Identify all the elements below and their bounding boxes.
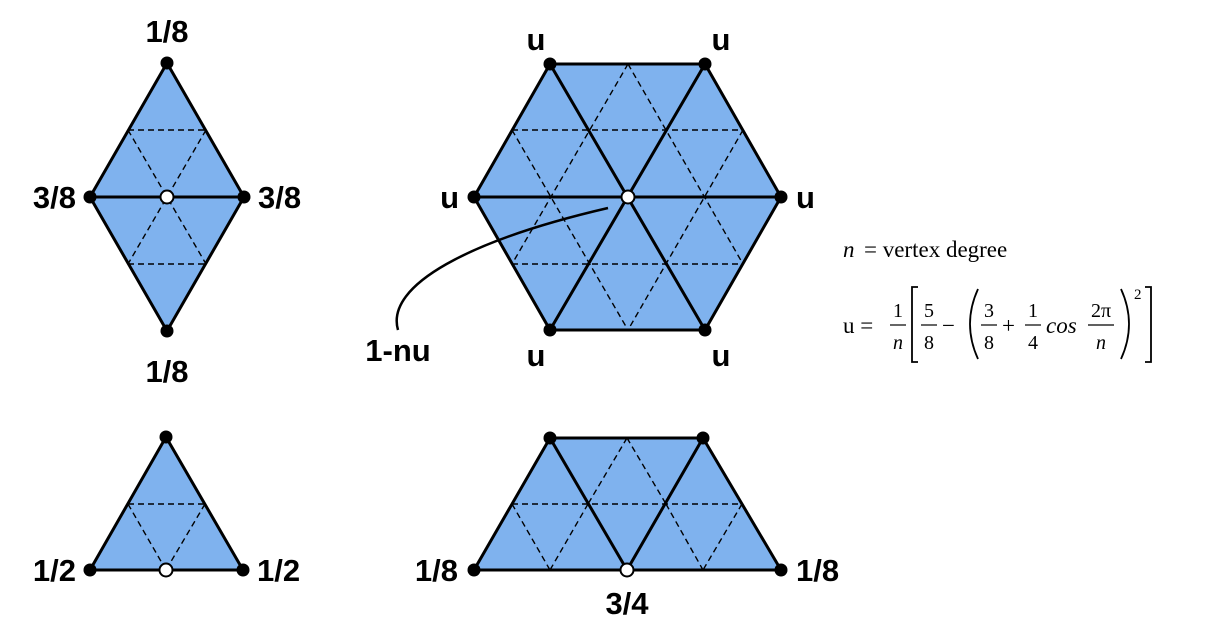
hexagon-right-weight: u [796,180,815,215]
trapezoid-dashed-lines [511,437,743,571]
trapezoid-right-vertex [774,563,788,577]
diamond-left-weight: 3/8 [33,180,76,215]
minus-sign: − [942,313,955,338]
boundary-trapezoid-stencil: 1/8 1/8 3/4 [415,431,839,621]
diamond-new-vertex [159,189,175,205]
n-symbol: n [843,237,855,262]
triangle-dashed-lines [127,503,206,571]
plus-sign: + [1002,313,1015,338]
diamond-stencil: 1/8 3/8 3/8 1/8 [33,14,301,389]
hexagon-bottom-left-vertex [543,323,557,337]
hexagon-bottom-left-weight: u [527,338,546,373]
hexagon-top-left-weight: u [527,22,546,57]
right-paren [1120,288,1130,360]
hexagon-top-left-vertex [543,57,557,71]
formula: n = vertex degree u = 1 n 5 8 − 3 8 + 1 … [843,237,1152,363]
cos-function: cos [1046,313,1077,338]
frac5-den: n [1096,332,1106,354]
trapezoid-left-weight: 1/8 [415,553,458,588]
n-definition: = vertex degree [864,237,1007,262]
frac2-den: 8 [924,332,934,354]
diamond-left-vertex [83,190,97,204]
hexagon-center-vertex [620,189,636,205]
diamond-bottom-vertex [160,324,174,338]
trapezoid-top-right-vertex [696,431,710,445]
frac2-num: 5 [924,300,934,322]
hexagon-center-weight: 1-nu [365,333,430,368]
hexagon-bottom-right-vertex [698,323,712,337]
hexagon-top-right-vertex [698,57,712,71]
frac3-den: 8 [984,332,994,354]
right-bracket [1145,286,1152,363]
triangle-right-weight: 1/2 [257,553,300,588]
trapezoid-right-weight: 1/8 [796,553,839,588]
diamond-dashed-lines [127,129,207,265]
triangle-new-vertex [158,562,174,578]
frac1-num: 1 [893,300,903,322]
hexagon-bottom-right-weight: u [712,338,731,373]
triangle-left-vertex [83,563,97,577]
boundary-triangle-stencil: 1/2 1/2 [33,430,300,588]
exponent: 2 [1134,287,1142,303]
hexagon-right-vertex [774,190,788,204]
triangle-left-weight: 1/2 [33,553,76,588]
trapezoid-left-vertex [467,563,481,577]
diamond-right-weight: 3/8 [258,180,301,215]
vertex-degree-definition: n = vertex degree [843,237,1007,262]
hexagon-dashed-lines [511,63,744,331]
diamond-top-vertex [160,56,174,70]
triangle-fill [90,437,243,570]
triangle-right-vertex [236,563,250,577]
trapezoid-bottom-weight: 3/4 [605,586,649,621]
frac5-num: 2π [1091,300,1111,322]
diamond-right-vertex [237,190,251,204]
hexagon-top-right-weight: u [712,22,731,57]
u-equation: u = 1 n 5 8 − 3 8 + 1 4 cos 2π n 2 [843,286,1152,363]
hexagon-left-vertex [467,190,481,204]
u-lhs: u = [843,313,873,338]
trapezoid-top-left-vertex [543,431,557,445]
left-paren [969,288,979,360]
center-leader-line [395,206,609,331]
frac4-den: 4 [1028,332,1038,354]
diamond-bottom-weight: 1/8 [145,354,188,389]
left-bracket [911,286,918,363]
frac4-num: 1 [1028,300,1038,322]
hexagon-stencil: u u u u u u 1-nu [365,22,815,373]
trapezoid-center-vertex [619,562,635,578]
frac3-num: 3 [984,300,994,322]
diamond-top-weight: 1/8 [145,14,188,49]
frac1-den: n [893,332,903,354]
hexagon-left-weight: u [440,180,459,215]
triangle-top-vertex [159,430,173,444]
